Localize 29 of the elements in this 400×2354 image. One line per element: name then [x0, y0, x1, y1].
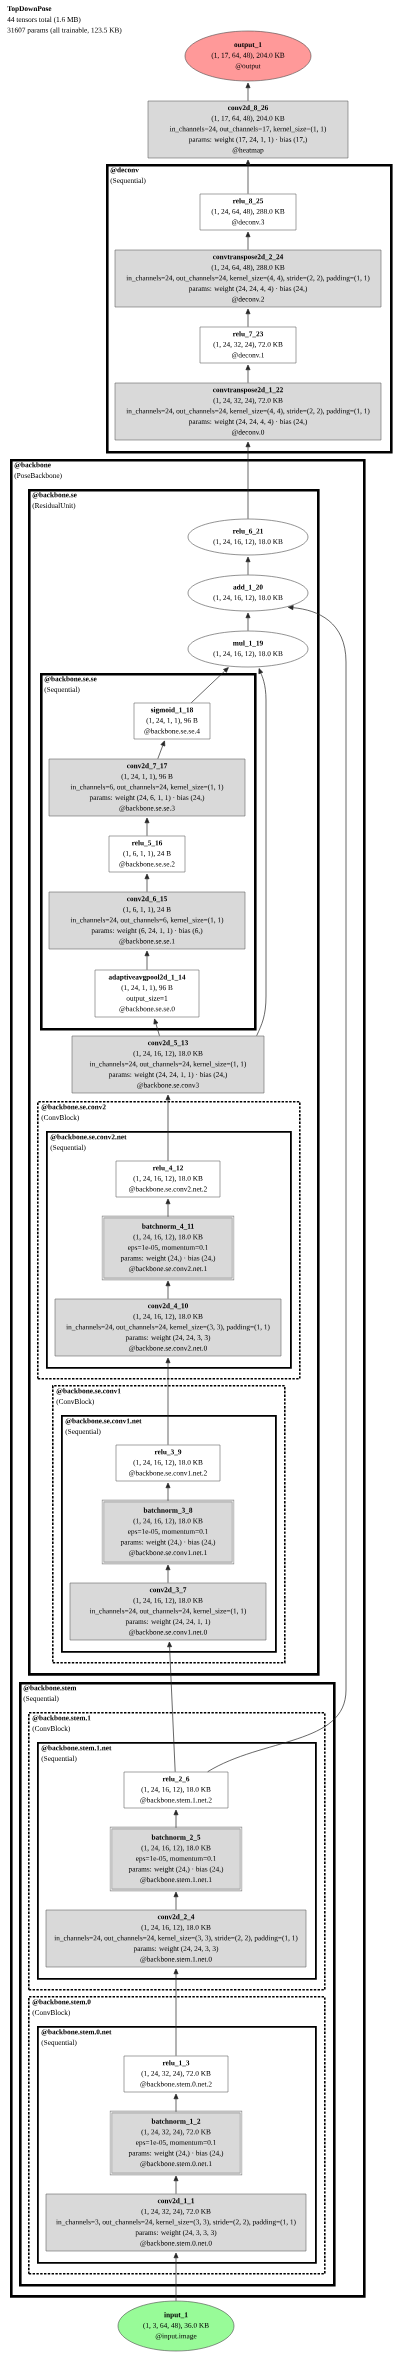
arrow: [173, 2093, 179, 2113]
arrow: [157, 740, 166, 760]
arrow: [173, 2175, 179, 2195]
arrow: [173, 2252, 179, 2302]
curved-arrow: [207, 605, 347, 1773]
arrow: [190, 667, 229, 704]
arrow: [165, 1564, 171, 1584]
arrow: [245, 441, 251, 520]
arrow: [245, 231, 251, 251]
arrow: [167, 1641, 176, 1773]
arrow: [144, 873, 150, 893]
arrow: [173, 1809, 179, 1829]
arrow: [245, 308, 251, 328]
arrow: [245, 612, 251, 632]
arrow: [165, 1198, 171, 1218]
arrow: [165, 1482, 171, 1502]
arrow: [245, 82, 251, 102]
curved-arrow: [256, 668, 267, 1037]
arrow: [245, 364, 251, 384]
arrow: [245, 556, 251, 576]
arrow: [153, 1018, 160, 1037]
arrow: [173, 1968, 179, 2057]
arrow: [144, 817, 150, 837]
arrow: [165, 1357, 171, 1446]
arrow: [165, 1280, 171, 1300]
arrow: [144, 950, 150, 971]
arrow: [245, 159, 251, 195]
arrow: [165, 1094, 171, 1162]
arrow: [173, 1891, 179, 1911]
